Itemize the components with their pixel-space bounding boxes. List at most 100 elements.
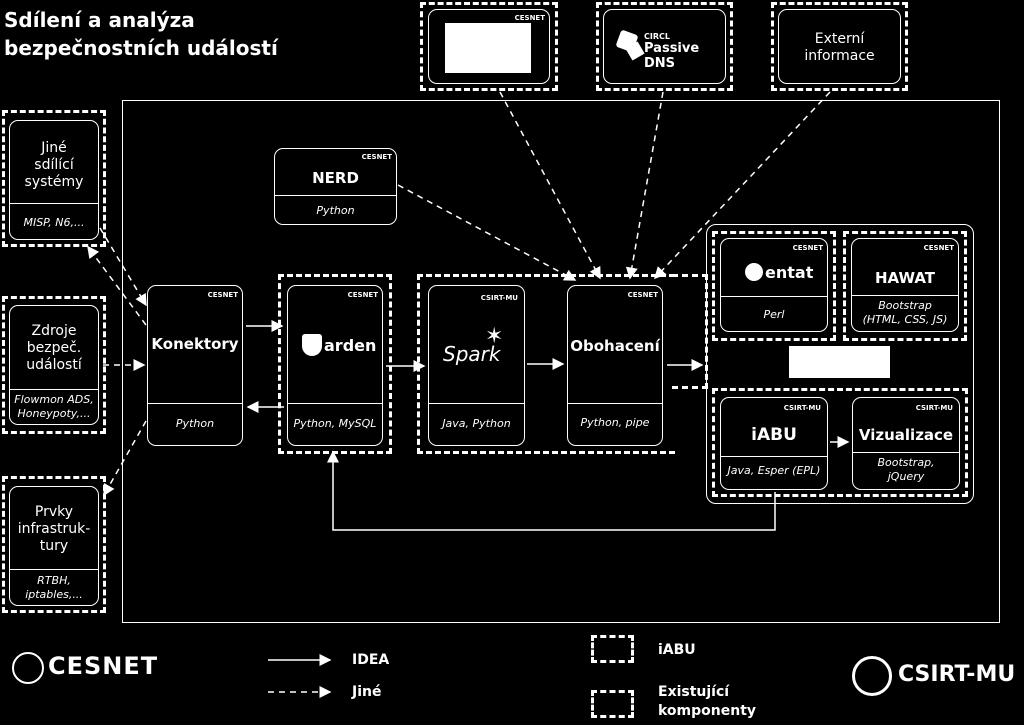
- other-systems-line3: systémy: [24, 174, 84, 190]
- hawat-sub2: (HTML, CSS, JS): [862, 313, 948, 326]
- hawat-dashed: [843, 231, 967, 341]
- cesnet-tag: CESNET: [361, 153, 392, 161]
- legend-existing-label-1: Existující: [658, 684, 730, 700]
- other-systems-line2: sdílící: [34, 157, 74, 173]
- iabu-box: CSIRT-MU iABU Java, Esper (EPL): [720, 397, 828, 490]
- csirt-tag: CSIRT-MU: [783, 404, 821, 412]
- redacted-block: [789, 346, 890, 378]
- infra-line2: infrastruk-: [17, 521, 91, 537]
- iabu-sub: Java, Esper (EPL): [727, 464, 821, 477]
- arrow-external-obohaceni: [653, 91, 831, 280]
- iabu-group-dashed: [712, 388, 968, 497]
- main-frame: [122, 100, 1000, 623]
- separator: [275, 195, 396, 196]
- cesnet-logo-text: CESNET: [48, 652, 159, 680]
- legend-existing-swatch: [591, 690, 634, 718]
- spark-sub: Java, Python: [442, 417, 511, 430]
- hawat-name: HAWAT: [874, 269, 936, 287]
- sources-sub1: Flowmon ADS,: [14, 393, 94, 406]
- mentat-logo: entat: [765, 263, 814, 282]
- other-systems-line1: Jiné: [41, 140, 67, 156]
- separator: [721, 456, 827, 457]
- title-line-2: bezpečnostních událostí: [4, 36, 278, 60]
- vizualizace-sub1: Bootstrap,: [877, 456, 935, 469]
- legend-existing-label-2: komponenty: [658, 703, 757, 719]
- legend-idea-label: IDEA: [352, 652, 390, 668]
- legend-iabu-swatch: [591, 635, 634, 663]
- csirt-logo: CSIRT-MU: [852, 654, 1022, 700]
- sources-line3: událostí: [26, 357, 82, 373]
- konektory-name: Konektory: [151, 335, 239, 353]
- mentat-dashed: [712, 231, 836, 341]
- other-systems-sub: MISP, N6,...: [23, 216, 85, 229]
- cesnet-tag: CESNET: [792, 244, 823, 252]
- arrow-other-konektory: [99, 227, 147, 307]
- mentat-box: CESNET entat Perl: [720, 238, 828, 332]
- circl-label: CIRCL: [644, 32, 670, 41]
- arrow-pdns-obohaceni: [625, 91, 664, 280]
- cesnet-tag: CESNET: [514, 14, 545, 22]
- top-cesnet-service: CESNET: [428, 9, 550, 84]
- csirt-logo-text: CSIRT-MU: [898, 662, 1016, 687]
- redacted-block: [445, 23, 531, 73]
- arrow-iabu-warden: [327, 450, 776, 531]
- csirt-tag: CSIRT-MU: [480, 294, 518, 302]
- hawat-sub1: Bootstrap: [878, 299, 932, 312]
- mentat-sub: Perl: [763, 308, 785, 321]
- sources-line1: Zdroje: [31, 323, 77, 339]
- passive-dns-dashed: [596, 2, 733, 91]
- iabu-name: iABU: [751, 425, 797, 445]
- separator: [721, 296, 827, 297]
- nerd-name: NERD: [312, 169, 359, 187]
- spark-logo: Spark: [443, 342, 501, 366]
- right-cluster: [706, 224, 974, 504]
- separator: [10, 389, 98, 390]
- separator: [568, 403, 662, 404]
- konektory-sub: Python: [175, 417, 215, 430]
- other-systems-box: Jiné sdílící systémy MISP, N6,...: [9, 120, 99, 240]
- legend-other-label: Jiné: [352, 684, 382, 700]
- konektory-box: CESNET Konektory Python: [147, 285, 243, 446]
- page-title: Sdílení a analýza bezpečnostních událost…: [4, 6, 278, 62]
- infra-line1: Prvky: [34, 504, 74, 520]
- cesnet-tag: CESNET: [627, 291, 658, 299]
- separator: [429, 403, 524, 404]
- infra-box: Prvky infrastruk- tury RTBH, iptables,..…: [9, 486, 99, 606]
- cesnet-logo-icon: [12, 652, 44, 684]
- warden-sub: Python, MySQL: [293, 417, 377, 430]
- vizualizace-name: Vizualizace: [858, 426, 954, 444]
- external-info-box: Externí informace: [778, 9, 901, 84]
- cesnet-tag: CESNET: [923, 244, 954, 252]
- arrow-top-obohaceni: [499, 91, 601, 280]
- vizualizace-box: CSIRT-MU Vizualizace Bootstrap, jQuery: [852, 397, 960, 490]
- separator: [853, 452, 959, 453]
- arrow-nerd-obohaceni: [397, 184, 577, 281]
- separator: [10, 569, 98, 570]
- legend-iabu-label: iABU: [658, 642, 696, 658]
- sources-sub2: Honeypoty,...: [17, 407, 91, 420]
- spark-star-icon: ✶: [485, 324, 504, 349]
- csirt-globe-icon: [852, 656, 892, 696]
- separator: [852, 295, 958, 296]
- mentat-logo-icon: [745, 263, 763, 281]
- cesnet-tag: CESNET: [207, 291, 238, 299]
- nerd-box: CESNET NERD Python: [274, 148, 397, 225]
- nerd-sub: Python: [316, 204, 355, 217]
- sources-line2: bezpeč.: [26, 340, 82, 356]
- warden-shield-icon: [302, 334, 322, 356]
- sources-box: Zdroje bezpeč. událostí Flowmon ADS, Hon…: [9, 305, 99, 425]
- separator: [10, 203, 98, 204]
- external-info-dashed: [771, 2, 908, 91]
- infra-sub2: iptables,...: [25, 588, 83, 601]
- warden-box: CESNET arden Python, MySQL: [287, 285, 383, 446]
- arrow-konektory-other: [87, 245, 147, 326]
- obohaceni-sub: Python, pipe: [580, 416, 650, 429]
- top-cesnet-service-dashed: [420, 2, 558, 91]
- infra-line3: tury: [39, 538, 69, 554]
- passive-dns-label: Passive DNS: [644, 41, 700, 71]
- arrow-konektory-infra: [103, 420, 147, 497]
- infra-sub1: RTBH,: [37, 574, 71, 587]
- cesnet-logo: CESNET: [12, 646, 157, 706]
- spark-box: CSIRT-MU ✶ Spark Java, Python: [428, 285, 525, 446]
